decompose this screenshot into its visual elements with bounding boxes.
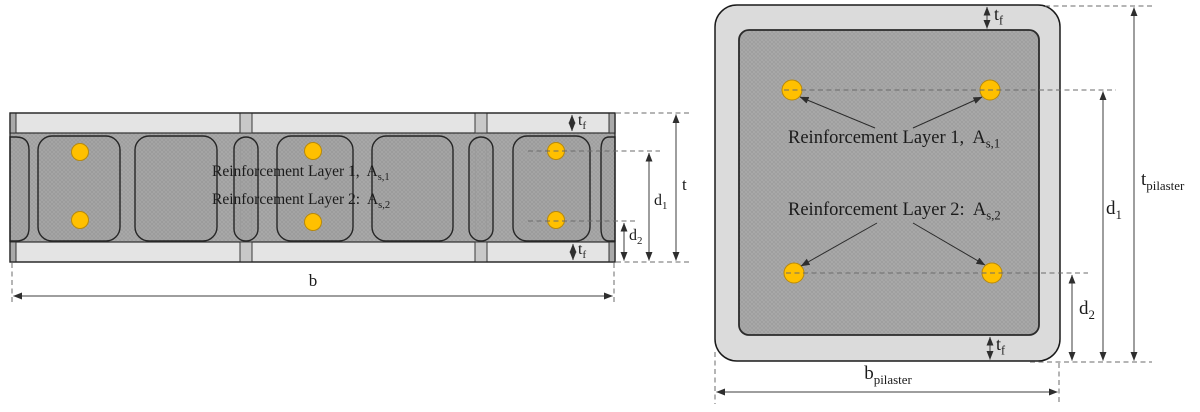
void-rib (233, 136, 259, 242)
wall-top-flange (9, 112, 616, 134)
void-half-left (9, 136, 30, 242)
void-cell (512, 135, 591, 242)
wall-cross-section-figure (9, 112, 690, 303)
rebar-layer1 (304, 142, 322, 160)
dim-label-d2: d2 (629, 227, 643, 248)
pilaster-core (738, 29, 1040, 336)
dim-label-tf-top: tf (994, 4, 1004, 28)
pointer-arrow-layer2-right (912, 222, 986, 266)
void-rib (468, 136, 494, 242)
panel-joint (239, 112, 253, 134)
wall-outline (9, 112, 616, 263)
pilaster-cross-section-figure (714, 4, 1152, 404)
wall-bottom-flange (9, 241, 616, 263)
void-cell (371, 135, 454, 242)
edge-tab (9, 112, 17, 134)
dim-label-t: t (682, 175, 687, 194)
rebar-layer1 (71, 143, 89, 161)
void-cell (134, 135, 218, 242)
rebar-layer2 (547, 211, 565, 229)
dim-label-tf-bottom: tf (996, 334, 1006, 358)
void-half-right (600, 136, 616, 242)
pointer-arrow-layer2-left (800, 222, 878, 267)
void-cell (37, 135, 121, 242)
edge-tab (9, 241, 17, 263)
joint-trace (240, 140, 252, 238)
edge-tab (608, 112, 616, 134)
dim-label-d1: d1 (1106, 198, 1122, 222)
reinforcement-layer2-label: Reinforcement Layer 2: As,2 (212, 191, 391, 212)
dim-label-tf-bottom: tf (578, 241, 587, 262)
dim-label-tf-top: tf (578, 112, 587, 133)
edge-tab (608, 241, 616, 263)
rebar-layer2 (304, 213, 322, 231)
dim-label-d1: d1 (654, 192, 668, 213)
dim-label-b: b (308, 271, 318, 290)
joint-trace (475, 140, 487, 238)
panel-joint (474, 241, 488, 263)
pointer-arrow-layer1-left (799, 96, 876, 129)
void-cell (276, 135, 354, 242)
dim-label-b-pilaster: bpilaster (864, 363, 912, 387)
panel-joint (239, 241, 253, 263)
dim-label-t-pilaster: tpilaster (1141, 169, 1185, 193)
rebar-layer2 (71, 211, 89, 229)
reinforcement-layer1-label: Reinforcement Layer 1, As,1 (212, 163, 390, 184)
dim-label-d2: d2 (1079, 298, 1095, 322)
pointer-arrow-layer1-right (912, 96, 983, 129)
reinforcement-layer2-label: Reinforcement Layer 2: As,2 (788, 200, 1001, 223)
panel-joint (474, 112, 488, 134)
reinforcement-layer1-label: Reinforcement Layer 1, As,1 (788, 128, 1001, 151)
